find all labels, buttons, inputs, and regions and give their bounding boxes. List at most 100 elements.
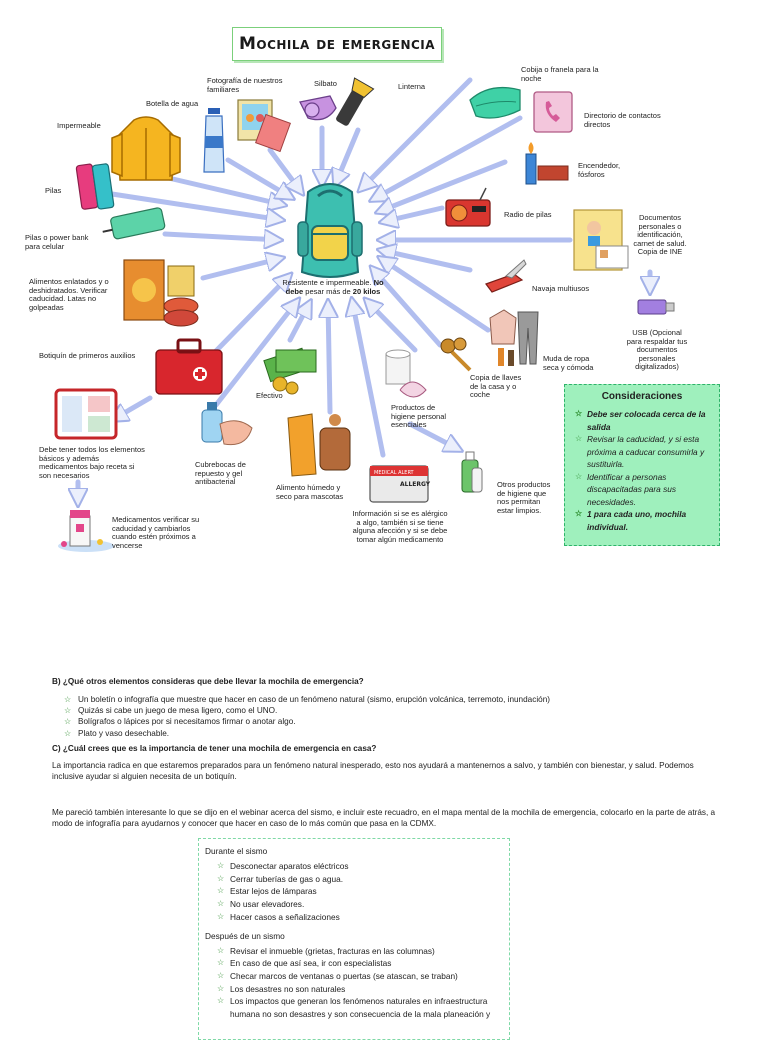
label-cobija: Cobija o franela para la noche bbox=[521, 65, 599, 83]
consideration-item: ☆1 para cada uno, mochila individual. bbox=[575, 509, 687, 532]
label-powerbank: Pilas o power bank para celular bbox=[25, 233, 89, 251]
flashlight-icon bbox=[336, 77, 375, 126]
question-c-title: C) ¿Cuál crees que es la importancia de … bbox=[52, 744, 377, 753]
star-icon: ☆ bbox=[575, 409, 583, 418]
cash-icon bbox=[263, 347, 317, 395]
label-otros-higiene: Otros productos de higiene que nos permi… bbox=[497, 480, 551, 515]
star-icon: ☆ bbox=[217, 899, 225, 909]
list-item: ☆Quizás si cabe un juego de mesa ligero,… bbox=[64, 706, 278, 716]
documents-icon bbox=[573, 209, 629, 271]
after-title: Después de un sismo bbox=[205, 930, 285, 941]
usb-icon bbox=[637, 299, 675, 315]
star-icon: ☆ bbox=[64, 695, 72, 704]
question-b-title: B) ¿Qué otros elementos consideras que d… bbox=[52, 677, 364, 686]
raincoat-icon bbox=[111, 116, 181, 181]
list-item: ☆Checar marcos de ventanas o puertas (se… bbox=[217, 970, 458, 981]
contact-directory-icon bbox=[533, 91, 573, 133]
consideration-item: ☆Debe ser colocada cerca de la salida bbox=[575, 409, 706, 432]
label-efectivo: Efectivo bbox=[256, 391, 283, 400]
label-usb: USB (Opcional para respaldar tus documen… bbox=[626, 328, 688, 372]
star-icon: ☆ bbox=[217, 970, 225, 980]
list-item: ☆Cerrar tuberías de gas o agua. bbox=[217, 873, 343, 884]
lighter-icon bbox=[525, 142, 569, 185]
hygiene-bottle-icon bbox=[461, 451, 483, 493]
toilet-paper-icon bbox=[385, 349, 427, 398]
star-icon: ☆ bbox=[217, 861, 225, 870]
water-bottle-icon bbox=[203, 108, 225, 173]
star-icon: ☆ bbox=[575, 434, 583, 443]
pet-food-icon bbox=[287, 413, 351, 477]
list-item: ☆No usar elevadores. bbox=[217, 899, 305, 910]
list-item: ☆Bolígrafos o lápices por si necesitamos… bbox=[64, 717, 296, 727]
star-icon: ☆ bbox=[217, 983, 225, 993]
mind-map-graphics: MEDICAL ALERT ALLERGY bbox=[54, 77, 675, 552]
radio-icon bbox=[445, 187, 491, 227]
batteries-icon bbox=[75, 163, 115, 210]
star-icon: ☆ bbox=[217, 911, 225, 921]
consideration-item: ☆Identificar a personas discapacitadas p… bbox=[575, 471, 677, 507]
during-title: Durante el sismo bbox=[205, 846, 268, 856]
star-icon: ☆ bbox=[575, 509, 583, 518]
star-icon: ☆ bbox=[64, 728, 72, 738]
star-icon: ☆ bbox=[217, 996, 225, 1006]
list-item: ☆Plato y vaso desechable. bbox=[64, 728, 170, 738]
list-item: ☆Los desastres no son naturales bbox=[217, 983, 346, 994]
label-higiene: Productos de higiene personal esenciales bbox=[391, 403, 447, 430]
question-b-list: ☆Un boletín o infografía que muestre que… bbox=[64, 694, 744, 739]
list-item: ☆Los impactos que generan los fenómenos … bbox=[217, 996, 491, 1020]
label-impermeable: Impermeable bbox=[57, 121, 101, 130]
page-title: Mochila de emergencia bbox=[238, 34, 436, 54]
label-llaves: Copia de llaves de la casa y o coche bbox=[470, 373, 522, 400]
list-item: ☆Un boletín o infografía que muestre que… bbox=[64, 695, 550, 704]
face-mask-gel-icon bbox=[201, 402, 253, 446]
note-paragraph: Me pareció también interesante lo que se… bbox=[52, 808, 716, 828]
label-alimento-mascotas: Alimento húmedo y seco para mascotas bbox=[276, 483, 344, 501]
star-icon: ☆ bbox=[217, 873, 225, 883]
multitool-knife-icon bbox=[485, 259, 527, 293]
canned-food-icon bbox=[123, 259, 199, 327]
star-icon: ☆ bbox=[217, 945, 225, 955]
label-alimentos: Alimentos enlatados y o deshidratados. V… bbox=[29, 277, 109, 312]
considerations-heading: Consideraciones bbox=[601, 391, 683, 402]
label-debe-tener: Debe tener todos los elementos básicos y… bbox=[39, 445, 145, 480]
consideration-item: ☆Revisar la caducidad, y si esta próxima… bbox=[575, 434, 705, 469]
power-bank-icon bbox=[102, 207, 166, 240]
star-icon: ☆ bbox=[217, 886, 225, 896]
label-medicamentos: Medicamentos verificar su caducidad y ca… bbox=[112, 515, 200, 550]
label-encendedor: Encendedor, fósforos bbox=[578, 161, 621, 179]
list-item: ☆Hacer casos a señalizaciones bbox=[217, 911, 340, 922]
label-pilas: Pilas bbox=[45, 186, 62, 195]
label-cubrebocas: Cubrebocas de repuesto y gel antibacteri… bbox=[195, 460, 246, 487]
first-aid-box-icon bbox=[155, 338, 223, 395]
label-directorio: Directorio de contactos directos bbox=[584, 111, 661, 129]
list-item: ☆Estar lejos de lámparas bbox=[217, 886, 317, 897]
center-label: Resistente e impermeable. No debe pesar … bbox=[282, 278, 384, 296]
label-silbato: Silbato bbox=[314, 79, 337, 88]
question-c-answer: La importancia radica en que estaremos p… bbox=[52, 761, 694, 781]
allergy-card-text: ALLERGY bbox=[400, 481, 431, 488]
label-botiquin: Botiquín de primeros auxilios bbox=[39, 351, 136, 360]
medical-card-icon: MEDICAL ALERT ALLERGY bbox=[369, 465, 431, 503]
label-fotografia: Fotografía de nuestros familiares bbox=[207, 76, 283, 94]
star-icon: ☆ bbox=[217, 958, 225, 968]
label-informacion: Información si se es alérgico a algo, ta… bbox=[352, 509, 448, 544]
list-item: ☆En caso de que así sea, ir con especial… bbox=[217, 958, 392, 969]
medicines-icon bbox=[58, 510, 114, 552]
label-linterna: Linterna bbox=[398, 82, 426, 91]
first-aid-kit-icon bbox=[54, 388, 118, 440]
medical-card-text: MEDICAL ALERT bbox=[374, 470, 415, 476]
star-icon: ☆ bbox=[64, 717, 72, 727]
family-photo-icon bbox=[237, 99, 291, 153]
star-icon: ☆ bbox=[575, 471, 583, 481]
title-box: Mochila de emergencia bbox=[232, 27, 442, 61]
keys-icon bbox=[440, 337, 472, 372]
whistle-icon bbox=[299, 95, 337, 121]
label-documentos: Documentos personales o identificación, … bbox=[633, 213, 687, 257]
considerations-box: Consideraciones ☆Debe ser colocada cerca… bbox=[564, 384, 720, 546]
list-item: ☆Revisar el inmueble (grietas, fracturas… bbox=[217, 945, 435, 956]
label-radio: Radio de pilas bbox=[504, 210, 552, 219]
label-botella: Botella de agua bbox=[146, 99, 199, 108]
clothes-icon bbox=[489, 309, 539, 366]
backpack-icon bbox=[297, 183, 363, 278]
blanket-icon bbox=[469, 86, 521, 119]
